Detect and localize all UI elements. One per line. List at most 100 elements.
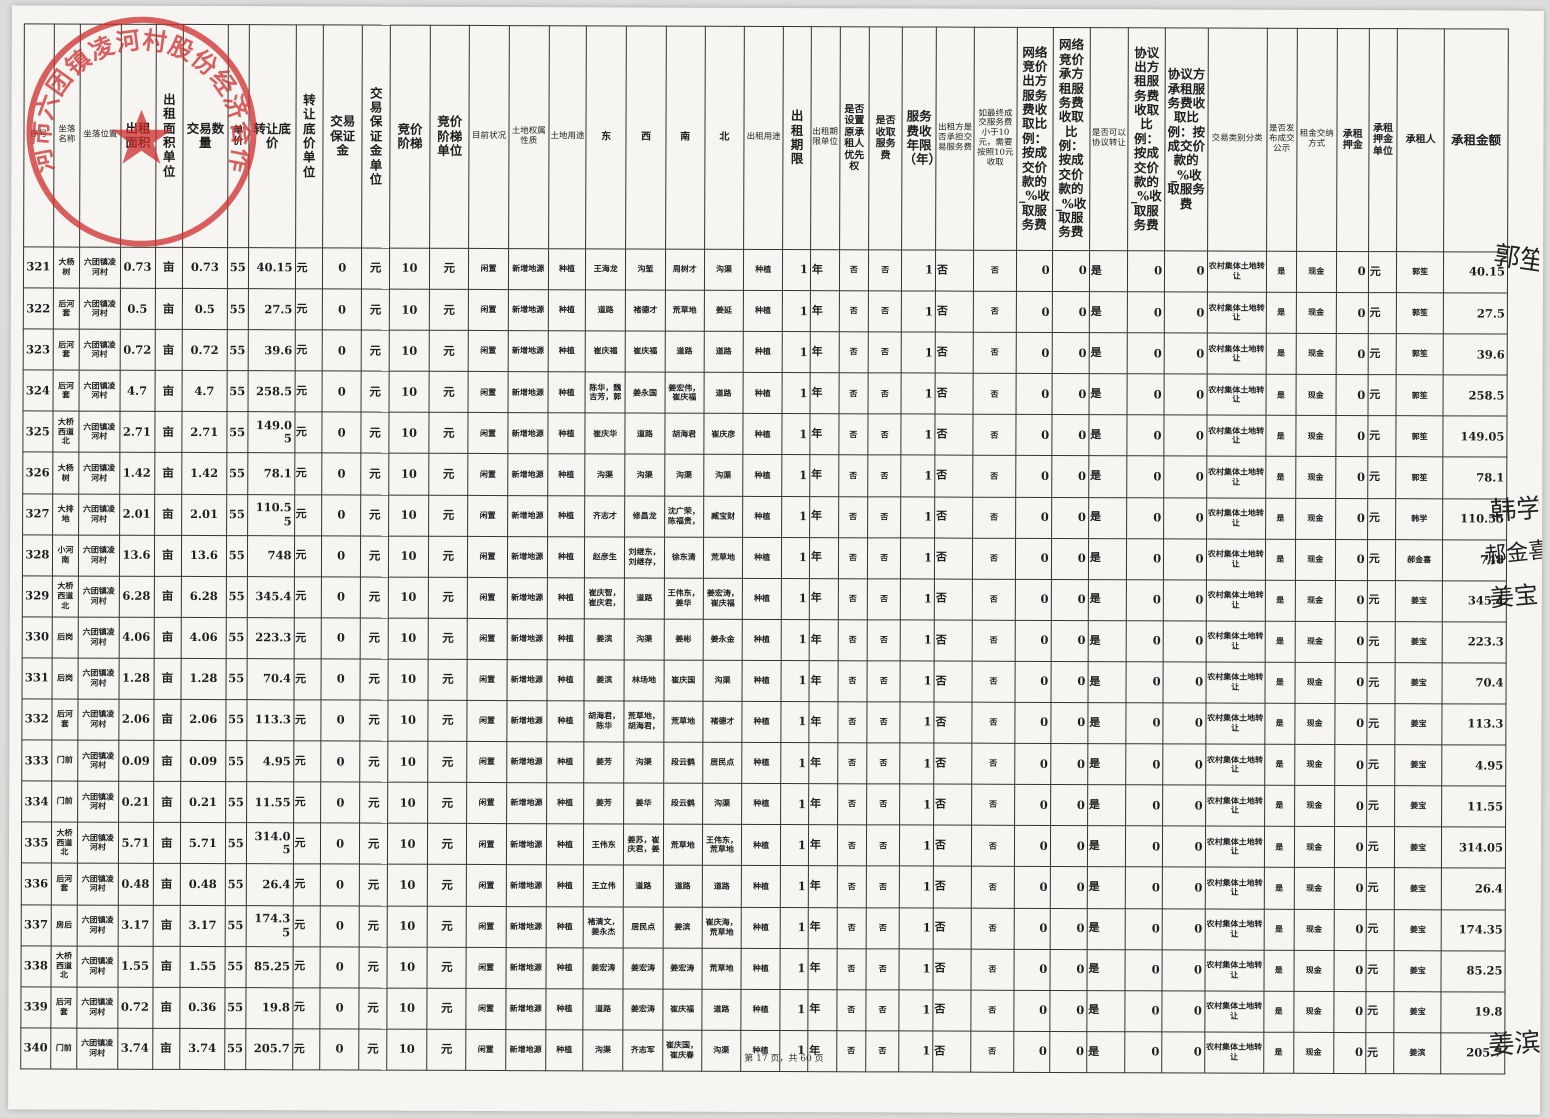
table-cell: 55: [226, 411, 248, 454]
table-cell: 居民点: [702, 742, 742, 784]
table-cell: 元: [293, 782, 321, 824]
table-cell: 0: [1050, 825, 1088, 867]
table-cell: 元: [1366, 662, 1396, 704]
table-cell: 0: [1013, 907, 1050, 950]
table-cell: 1: [900, 619, 935, 661]
table-cell: 否: [866, 825, 900, 867]
table-cell: 农村集体土地转让: [1205, 620, 1266, 663]
table-cell: 年: [808, 907, 837, 949]
table-cell: 19.8: [245, 987, 293, 1029]
table-cell: 姜滨: [1394, 1032, 1441, 1074]
table-cell: 年: [808, 824, 838, 867]
table-cell: 0: [320, 823, 360, 865]
table-cell: 85.25: [245, 946, 293, 988]
table-cell: 336: [21, 863, 52, 905]
table-cell: 55: [225, 658, 247, 700]
table-cell: 0.72: [117, 986, 153, 1029]
table-cell: 现金: [1294, 826, 1335, 868]
table-cell: 1: [782, 372, 811, 414]
table-cell: 六团镇凌河村: [79, 329, 120, 371]
table-cell: 11.55: [1441, 786, 1506, 828]
table-cell: 现金: [1295, 333, 1337, 375]
table-cell: 大桥西道北: [52, 411, 80, 453]
table-cell: 258.5: [1443, 375, 1508, 417]
table-cell: 0: [1014, 579, 1052, 621]
table-cell: 后岗: [51, 616, 79, 659]
table-cell: 种植: [545, 988, 584, 1030]
table-cell: 是: [1264, 826, 1295, 868]
table-cell: 年: [810, 331, 839, 373]
table-cell: 姜宝: [1395, 621, 1443, 663]
table-cell: 337: [21, 904, 51, 946]
table-cell: 0: [1163, 415, 1207, 457]
table-cell: 否: [866, 907, 900, 949]
table-cell: 种植: [743, 290, 783, 332]
table-cell: 道路: [703, 331, 744, 373]
table-cell: 林场地: [624, 659, 664, 702]
table-cell: 0: [1051, 538, 1089, 580]
table-cell: 0: [1015, 332, 1052, 374]
table-cell: 1: [781, 742, 809, 784]
table-cell: 1: [780, 783, 809, 825]
table-cell: 否: [836, 825, 867, 867]
table-cell: 年: [808, 783, 838, 826]
table-cell: 是: [1265, 579, 1296, 622]
table-cell: 55: [226, 329, 249, 371]
table-cell: 沟渠: [702, 783, 742, 825]
table-cell: 沈广荣，陈福贵，: [664, 495, 704, 537]
table-cell: 0: [1015, 373, 1052, 415]
table-cell: 174.35: [1441, 909, 1506, 951]
table-cell: 1: [901, 373, 936, 415]
header-cell: 如最终成交服务费小于10元，需要按照10元收取: [973, 27, 1017, 251]
table-cell: 元: [360, 535, 389, 577]
table-cell: 否: [972, 496, 1016, 538]
table-cell: 10: [389, 330, 430, 372]
table-cell: 种植: [742, 619, 782, 661]
table-cell: 元: [294, 247, 323, 290]
table-cell: 323: [23, 329, 53, 371]
table-cell: 0: [1050, 620, 1089, 662]
table-cell: 55: [227, 247, 249, 289]
table-cell: 元: [1367, 539, 1396, 581]
table-cell: 是: [1265, 497, 1296, 539]
table-cell: 329: [22, 575, 53, 617]
table-cell: 种植: [548, 289, 586, 332]
table-cell: 0: [1049, 907, 1088, 950]
table-cell: 是: [1264, 662, 1295, 704]
table-cell: 是: [1089, 250, 1128, 292]
table-cell: 道路: [624, 577, 665, 619]
table-cell: 0: [1014, 702, 1051, 744]
table-cell: 崔庆福: [662, 988, 702, 1031]
table-cell: 11.55: [246, 781, 294, 824]
table-cell: 农村集体土地转让: [1205, 661, 1266, 704]
table-cell: 姜宏涛: [662, 947, 702, 989]
table-cell: 55: [224, 863, 247, 906]
table-cell: 0: [1124, 1031, 1162, 1073]
table-cell: 农村集体土地转让: [1205, 538, 1266, 580]
table-cell: 臧宝财: [703, 495, 743, 538]
table-cell: 0: [322, 289, 362, 331]
table-cell: 元: [360, 576, 389, 618]
table-cell: 0: [1336, 251, 1369, 293]
table-cell: 0: [1050, 784, 1088, 826]
table-cell: 元: [1366, 580, 1396, 622]
table-cell: 0: [1051, 414, 1089, 457]
table-cell: 0: [1127, 291, 1165, 334]
table-cell: 道路: [703, 372, 744, 414]
table-cell: 0: [1336, 333, 1368, 375]
table-cell: 331: [22, 657, 52, 700]
table-cell: 是: [1263, 1031, 1294, 1074]
table-cell: 否: [867, 701, 901, 744]
table-cell: 元: [359, 905, 388, 947]
table-cell: 褚清文，姜永杰: [583, 906, 624, 948]
table-cell: 沟渠: [582, 1029, 624, 1071]
table-cell: 种植: [743, 372, 783, 414]
table-cell: 种植: [547, 618, 585, 660]
table-cell: 元: [359, 782, 388, 824]
table-cell: 748: [1442, 539, 1507, 581]
table-cell: 10: [387, 905, 428, 947]
table-cell: 亩: [154, 411, 183, 453]
table-cell: 元: [1366, 703, 1396, 745]
table-cell: 0: [1125, 867, 1163, 909]
table-cell: 新增地源: [506, 741, 547, 783]
